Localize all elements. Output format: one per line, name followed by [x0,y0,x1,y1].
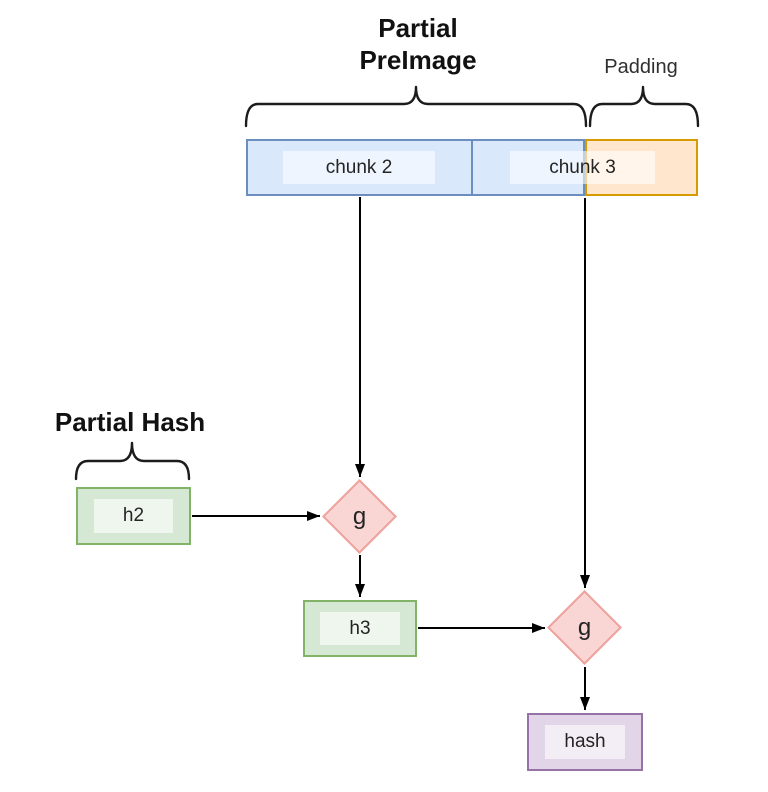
brace-partial-preimage [244,85,588,128]
padding-label: Padding [604,56,678,78]
hash-label: hash [544,724,626,760]
h2-node: h2 [76,487,191,545]
h3-node: h3 [303,600,417,657]
chunk3-node: chunk 3 [510,151,655,184]
partial-preimage-title-line1: Partial [378,13,458,43]
hash-node: hash [527,713,643,771]
g2-label: g [577,613,592,641]
h2-label: h2 [93,498,174,534]
brace-padding [588,85,700,128]
chunk2-node: chunk 2 [283,151,435,184]
chunk2-label: chunk 2 [325,156,393,178]
g1-label: g [352,502,367,530]
partial-hash-title: Partial Hash [54,407,206,437]
h3-label: h3 [320,611,400,646]
chunk-bar-divider [471,139,473,196]
partial-preimage-title-line2: PreImage [359,45,477,75]
partial-preimage-title: Partial PreImage [359,12,476,76]
chunk3-label: chunk 3 [549,156,616,178]
brace-partial-hash [74,441,191,481]
